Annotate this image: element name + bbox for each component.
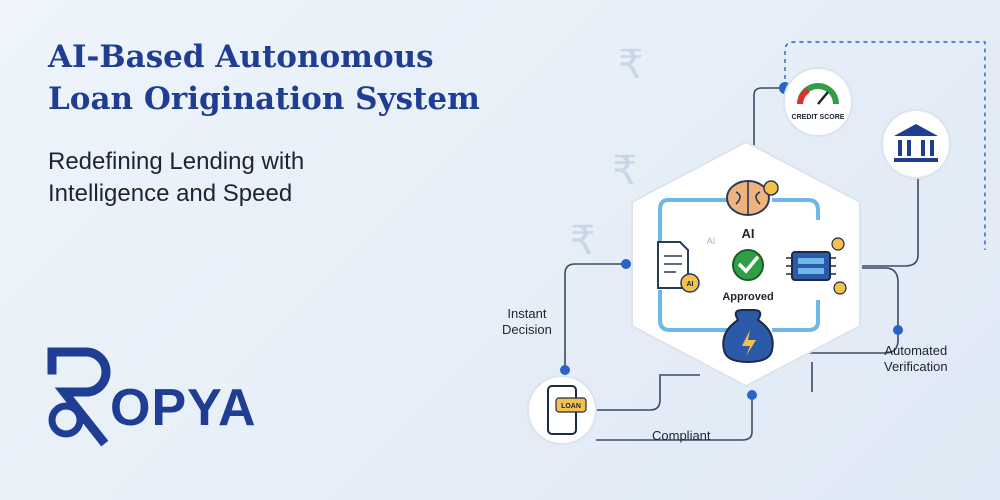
inner-flow-loop	[658, 198, 820, 332]
mobile-loan-icon	[547, 385, 587, 435]
credit-score-label: CREDIT SCORE	[792, 114, 845, 121]
brain-icon	[726, 180, 779, 216]
rupee-bg-icon: ₹	[570, 218, 596, 264]
automated-verification-label: Automated Verification	[884, 343, 948, 374]
subtitle-line-2: Intelligence and Speed	[48, 180, 293, 207]
credit-gauge-icon	[797, 83, 839, 105]
logo-wordmark: OPYA	[110, 379, 257, 437]
dashed-connector	[784, 41, 986, 250]
page-subtitle: Redefining Lending with Intelligence and…	[48, 146, 304, 210]
money-bag-icon	[722, 309, 774, 364]
doc-ai-badge: AI	[687, 281, 694, 288]
subtitle-line-1: Redefining Lending with	[48, 148, 305, 175]
roopya-logo	[47, 347, 111, 447]
connector-dot	[893, 325, 903, 335]
title-line-1: AI-Based Autonomous	[48, 39, 434, 75]
connector-dot	[747, 390, 757, 400]
side-ai-label: AI	[707, 236, 716, 246]
document-icon	[657, 241, 700, 293]
instant-decision-label: Instant Decision	[502, 306, 552, 337]
server-icon	[786, 237, 847, 295]
title-line-2: Loan Origination System	[48, 81, 480, 117]
connector-dot	[560, 365, 570, 375]
connector-dot	[621, 259, 631, 269]
check-icon	[732, 249, 764, 281]
flow-connectors	[564, 87, 919, 441]
credit-score-node	[783, 67, 853, 137]
center-ai-label: AI	[742, 226, 755, 241]
bank-node	[881, 109, 951, 179]
bank-icon	[894, 124, 938, 162]
page-title: AI-Based Autonomous Loan Origination Sys…	[48, 36, 480, 120]
approved-label: Approved	[722, 291, 773, 303]
compliant-label: Compliant	[652, 428, 711, 443]
rupee-bg-icon: ₹	[618, 42, 644, 88]
rupee-bg-icon: ₹	[612, 148, 638, 194]
loan-badge: LOAN	[561, 403, 581, 410]
